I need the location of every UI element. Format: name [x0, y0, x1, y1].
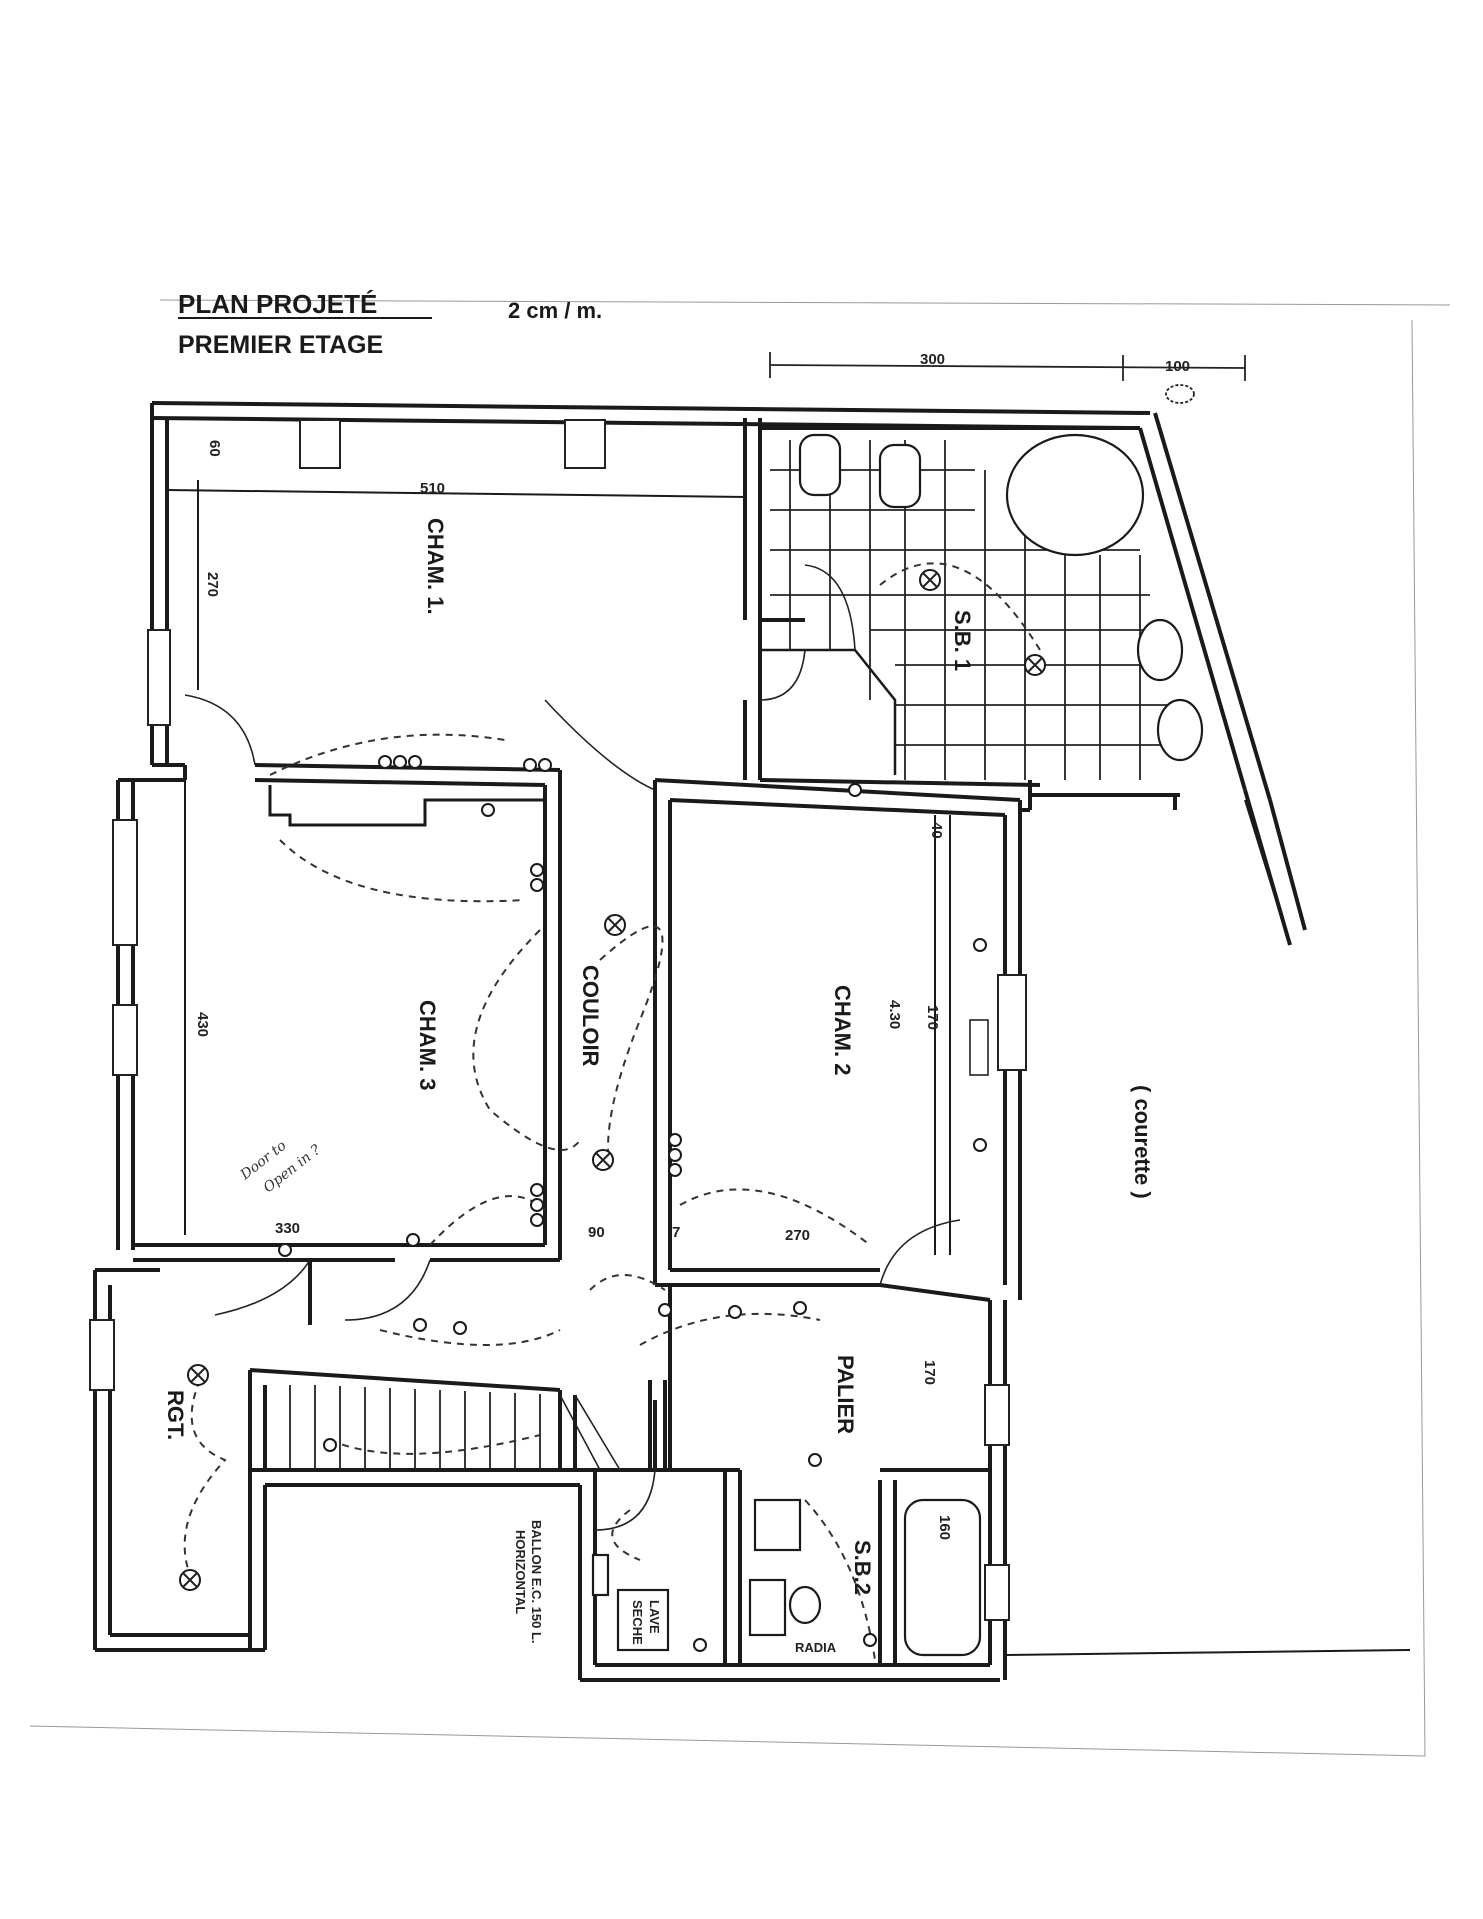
label-horizontal: HORIZONTAL: [513, 1530, 528, 1614]
sb1-sink-1: [1136, 618, 1184, 682]
cham1-cham3-wall: [254, 763, 561, 787]
dim-330: 330: [275, 1220, 300, 1237]
dim-160: 160: [936, 1515, 953, 1540]
room-cham2: CHAM. 2: [830, 985, 855, 1075]
sb2-fixtures: [591, 1498, 982, 1657]
washer-dryer: [616, 1588, 670, 1652]
dim-270-bottom: 270: [785, 1227, 810, 1244]
top-dimension-lines: [769, 352, 1246, 381]
plan-subtitle: PREMIER ETAGE: [178, 331, 383, 359]
outer-walls: [89, 401, 1411, 1682]
room-couloir: COULOIR: [578, 965, 603, 1067]
room-sb1: S.B. 1: [950, 610, 975, 671]
cham2-area: 4.30: [886, 1000, 903, 1029]
sb2-toilet: [788, 1585, 822, 1625]
sb2-washbasin: [753, 1498, 802, 1552]
label-lave: LAVE: [647, 1600, 662, 1634]
sb1-walls: [759, 412, 1307, 946]
courette-angled-wall: [1244, 799, 1291, 946]
scan-edge-bottom: [29, 1725, 1426, 1757]
dim-510: 510: [420, 480, 445, 497]
radiator-symbol: [1165, 384, 1195, 404]
plan-scale: 2 cm / m.: [508, 298, 602, 323]
cham2-walls: [653, 778, 1027, 1300]
label-radia: RADIA: [795, 1640, 837, 1655]
scan-edge-right: [1411, 319, 1426, 1757]
sb2-tub-unit: [748, 1578, 787, 1637]
dim-60: 60: [206, 440, 223, 457]
light-fixtures: [179, 569, 1046, 1591]
label-seche: SECHE: [630, 1600, 645, 1645]
power-outlets: [278, 755, 987, 1652]
dim-430: 430: [194, 1012, 211, 1037]
dim-100: 100: [1165, 358, 1190, 375]
sb1-toilet: [878, 443, 922, 509]
sb1-sink-2: [1156, 698, 1204, 762]
cham1-walls: [166, 418, 762, 780]
dim-300: 300: [920, 351, 945, 368]
electrical-wiring: [183, 562, 1041, 1661]
water-heater: [591, 1553, 610, 1597]
room-rgt: RGT.: [163, 1390, 188, 1440]
courette-label: ( courette ): [1130, 1085, 1155, 1199]
label-ballon: BALLON E.C. 150 L.: [529, 1520, 544, 1644]
sb1-bathtub: [1005, 433, 1145, 557]
door-swings: [184, 564, 961, 1531]
sb1-urinal: [798, 433, 842, 497]
room-cham1: CHAM. 1.: [423, 518, 448, 615]
scan-edge-top: [159, 299, 1451, 306]
room-palier: PALIER: [833, 1355, 858, 1434]
plan-title: PLAN PROJETÉ: [178, 289, 377, 319]
dim-170-mid: 170: [924, 1005, 941, 1030]
dim-170-right: 170: [921, 1360, 938, 1385]
dim-90: 90: [588, 1224, 605, 1241]
staircase: [248, 1368, 667, 1471]
dim-40: 40: [928, 822, 945, 839]
sb2-bathtub: [903, 1498, 982, 1657]
dim-7: 7: [672, 1224, 680, 1241]
dim-270-left: 270: [204, 572, 221, 597]
room-cham3: CHAM. 3: [415, 1000, 440, 1090]
cham3-walls: [133, 770, 562, 1325]
room-sb2: S.B.2: [850, 1540, 875, 1595]
